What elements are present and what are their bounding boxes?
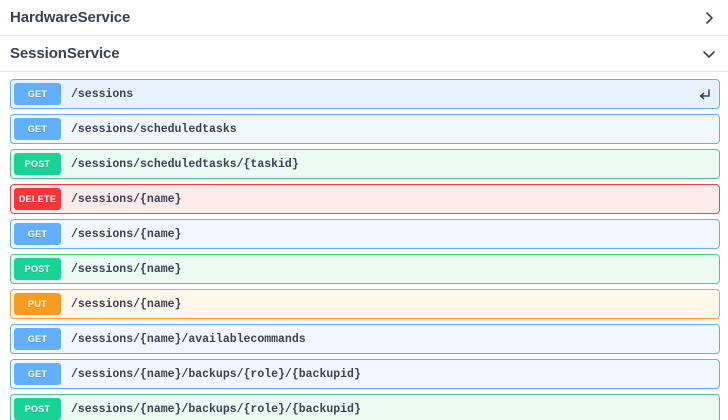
operation-row[interactable]: POST/sessions/scheduledtasks/{taskid} xyxy=(10,149,720,179)
return-arrow-icon[interactable] xyxy=(697,87,711,101)
method-badge-post: POST xyxy=(14,398,61,420)
operation-row[interactable]: PUT/sessions/{name} xyxy=(10,289,720,319)
operation-row[interactable]: DELETE/sessions/{name} xyxy=(10,184,720,214)
tag-header-sessionservice[interactable]: SessionService xyxy=(0,36,728,72)
operation-row[interactable]: GET/sessions/{name}/availablecommands xyxy=(10,324,720,354)
operation-path: /sessions/{name} xyxy=(71,227,182,241)
operation-path: /sessions/{name} xyxy=(71,192,182,206)
operation-row[interactable]: GET/sessions/scheduledtasks xyxy=(10,114,720,144)
operation-path: /sessions/{name} xyxy=(71,297,182,311)
operation-path: /sessions/scheduledtasks/{taskid} xyxy=(71,157,299,171)
tag-title: SessionService xyxy=(10,45,120,62)
tag-title: HardwareService xyxy=(10,9,131,26)
operation-path: /sessions/{name}/backups/{role}/{backupi… xyxy=(71,402,361,416)
method-badge-get: GET xyxy=(14,363,61,385)
chevron-right-icon[interactable] xyxy=(700,9,718,27)
operation-row[interactable]: POST/sessions/{name}/backups/{role}/{bac… xyxy=(10,394,720,420)
operation-path: /sessions/scheduledtasks xyxy=(71,122,237,136)
chevron-down-icon[interactable] xyxy=(700,45,718,63)
method-badge-get: GET xyxy=(14,328,61,350)
operation-path: /sessions/{name} xyxy=(71,262,182,276)
method-badge-get: GET xyxy=(14,223,61,245)
operation-row[interactable]: GET/sessions/{name} xyxy=(10,219,720,249)
operation-row[interactable]: GET/sessions/{name}/backups/{role}/{back… xyxy=(10,359,720,389)
method-badge-get: GET xyxy=(14,83,61,105)
tag-header-hardwareservice[interactable]: HardwareService xyxy=(0,0,728,36)
method-badge-delete: DELETE xyxy=(14,188,61,210)
method-badge-get: GET xyxy=(14,118,61,140)
method-badge-post: POST xyxy=(14,153,61,175)
operation-row[interactable]: POST/sessions/{name} xyxy=(10,254,720,284)
method-badge-put: PUT xyxy=(14,293,61,315)
operation-path: /sessions/{name}/backups/{role}/{backupi… xyxy=(71,367,361,381)
operation-path: /sessions xyxy=(71,87,134,101)
operation-row[interactable]: GET/sessions xyxy=(10,79,720,109)
operation-path: /sessions/{name}/availablecommands xyxy=(71,332,306,346)
method-badge-post: POST xyxy=(14,258,61,280)
